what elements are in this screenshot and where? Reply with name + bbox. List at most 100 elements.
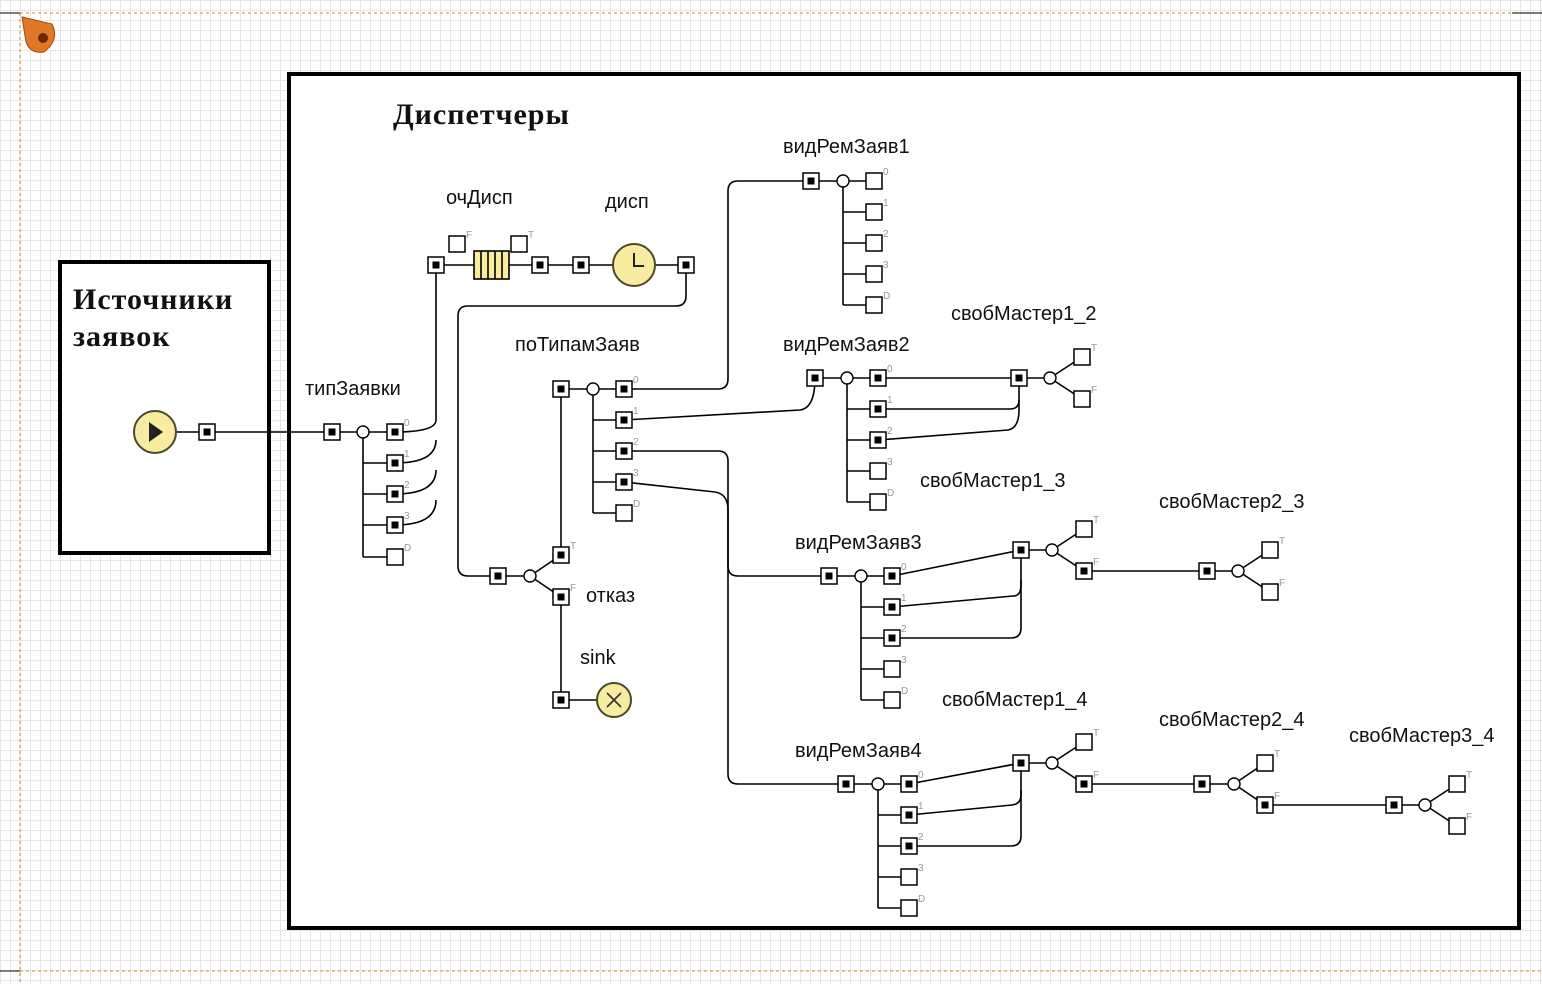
- port-label: F: [1279, 578, 1285, 589]
- port[interactable]: [865, 234, 883, 252]
- port-connected-dot: [1261, 801, 1269, 809]
- dispatchers-frame[interactable]: [287, 72, 1521, 930]
- location-pin-icon[interactable]: [21, 16, 56, 53]
- branch-node[interactable]: [1045, 756, 1059, 770]
- branch-node[interactable]: [586, 382, 600, 396]
- queue-icon[interactable]: [473, 250, 510, 280]
- block-label-vid-rem-zayav-4[interactable]: видРемЗаяв4: [795, 740, 922, 762]
- port-label: 2: [918, 832, 924, 843]
- port-label: 3: [633, 468, 639, 479]
- port[interactable]: [1256, 754, 1274, 772]
- port-connected-dot: [620, 385, 628, 393]
- port-label: 1: [901, 593, 907, 604]
- block-label-vid-rem-zayav-2[interactable]: видРемЗаяв2: [783, 334, 910, 356]
- port-label: T: [570, 541, 576, 552]
- port-connected-dot: [874, 405, 882, 413]
- block-label-svob-master-2-3[interactable]: свобМастер2_3: [1159, 491, 1305, 513]
- branch-node[interactable]: [523, 569, 537, 583]
- port[interactable]: [386, 548, 404, 566]
- port-connected-dot: [1080, 567, 1088, 575]
- port-label: T: [1466, 770, 1472, 781]
- port-connected-dot: [620, 478, 628, 486]
- port[interactable]: [869, 493, 887, 511]
- block-label-svob-master-1-4[interactable]: свобМастер1_4: [942, 689, 1088, 711]
- port[interactable]: [865, 296, 883, 314]
- port[interactable]: [869, 462, 887, 480]
- block-label-vid-rem-zayav-3[interactable]: видРемЗаяв3: [795, 532, 922, 554]
- block-label-disp[interactable]: дисп: [605, 191, 649, 213]
- port[interactable]: [900, 899, 918, 917]
- port-connected-dot: [1017, 759, 1025, 767]
- port-label: 0: [633, 375, 639, 386]
- port-label: T: [1279, 536, 1285, 547]
- port[interactable]: [615, 504, 633, 522]
- block-label-tip-zayavki[interactable]: типЗаявки: [305, 378, 401, 400]
- branch-node[interactable]: [356, 425, 370, 439]
- branch-node[interactable]: [1418, 798, 1432, 812]
- branch-node[interactable]: [1231, 564, 1245, 578]
- play-icon[interactable]: [133, 410, 177, 454]
- port[interactable]: [1075, 520, 1093, 538]
- port-label: D: [887, 488, 894, 499]
- sources-frame[interactable]: [58, 260, 271, 555]
- port[interactable]: [1073, 390, 1091, 408]
- block-label-vid-rem-zayav-1[interactable]: видРемЗаяв1: [783, 136, 910, 158]
- block-label-otkaz[interactable]: отказ: [586, 585, 635, 607]
- port[interactable]: [865, 265, 883, 283]
- port[interactable]: [1073, 348, 1091, 366]
- port-label: 0: [883, 167, 889, 178]
- connections: [176, 180, 1458, 909]
- port-label: 2: [404, 480, 410, 491]
- port[interactable]: [900, 868, 918, 886]
- port-label: 1: [887, 395, 893, 406]
- port-label: 3: [918, 863, 924, 874]
- port-label: F: [1093, 770, 1099, 781]
- branch-node[interactable]: [854, 569, 868, 583]
- port-connected-dot: [391, 428, 399, 436]
- clock-icon[interactable]: [612, 243, 656, 287]
- port[interactable]: [510, 235, 528, 253]
- branch-node[interactable]: [871, 777, 885, 791]
- block-label-svob-master-1-2[interactable]: свобМастер1_2: [951, 303, 1097, 325]
- block-label-po-tipam-zayav[interactable]: поТипамЗаяв: [515, 334, 640, 356]
- close-circle-icon[interactable]: [596, 682, 632, 718]
- branch-node[interactable]: [1227, 777, 1241, 791]
- port-label: T: [1093, 728, 1099, 739]
- ports: [198, 172, 1466, 917]
- port-connected-dot: [825, 572, 833, 580]
- port-connected-dot: [1203, 567, 1211, 575]
- port[interactable]: [1448, 775, 1466, 793]
- block-label-svob-master-2-4[interactable]: свобМастер2_4: [1159, 709, 1305, 731]
- port-connected-dot: [557, 593, 565, 601]
- port[interactable]: [883, 691, 901, 709]
- port-connected-dot: [1015, 374, 1023, 382]
- branch-node[interactable]: [836, 174, 850, 188]
- port-connected-dot: [842, 780, 850, 788]
- port-label: 3: [404, 511, 410, 522]
- port[interactable]: [865, 203, 883, 221]
- block-label-och-disp[interactable]: очДисп: [446, 187, 513, 209]
- port[interactable]: [1261, 583, 1279, 601]
- port[interactable]: [1448, 817, 1466, 835]
- port[interactable]: [1075, 733, 1093, 751]
- port[interactable]: [883, 660, 901, 678]
- branch-node[interactable]: [840, 371, 854, 385]
- branch-node[interactable]: [1043, 371, 1057, 385]
- port[interactable]: [1261, 541, 1279, 559]
- port-connected-dot: [682, 261, 690, 269]
- block-label-sink[interactable]: sink: [580, 647, 617, 669]
- port-connected-dot: [620, 447, 628, 455]
- port-label: D: [883, 291, 890, 302]
- port[interactable]: [865, 172, 883, 190]
- block-label-svob-master-3-4[interactable]: свобМастер3_4: [1349, 725, 1495, 747]
- port[interactable]: [448, 235, 466, 253]
- port-label: T: [1274, 749, 1280, 760]
- port-connected-dot: [432, 261, 440, 269]
- port-label: 3: [887, 457, 893, 468]
- port-label: T: [528, 230, 534, 241]
- branch-node[interactable]: [1045, 543, 1059, 557]
- port-label: F: [570, 583, 576, 594]
- block-label-svob-master-1-3[interactable]: свобМастер1_3: [920, 470, 1066, 492]
